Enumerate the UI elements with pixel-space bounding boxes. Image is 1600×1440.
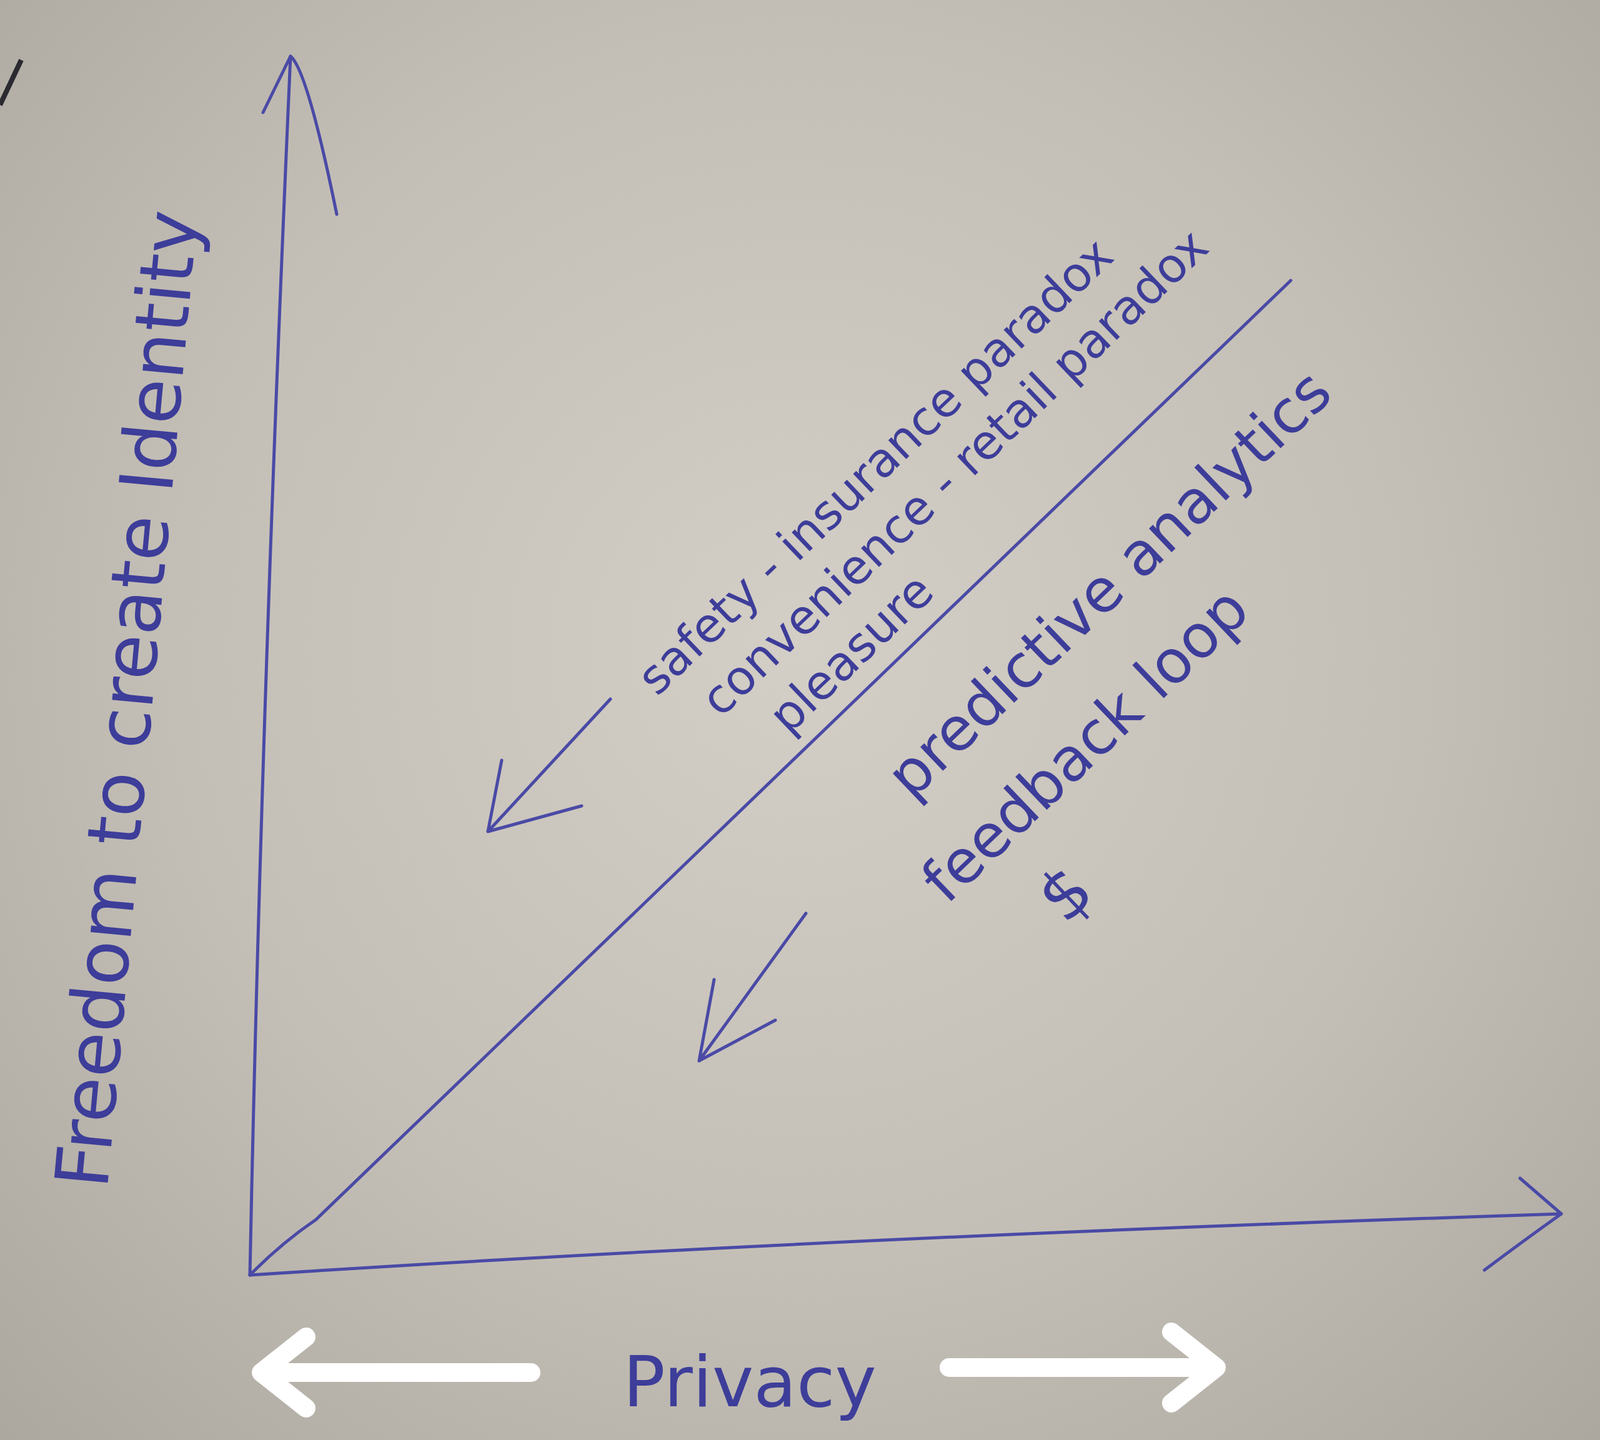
axis-label: Freedom to create Identity <box>39 206 215 1192</box>
horizontal-axis <box>249 1213 1562 1276</box>
vertical-axis <box>249 56 291 1276</box>
axis-arrowhead <box>1484 1178 1562 1271</box>
axis-label: Privacy <box>622 1341 877 1423</box>
diagonal-line <box>249 280 1291 1276</box>
edge-mark <box>0 59 22 105</box>
axis-arrowhead <box>263 56 337 215</box>
dollar-sign: $ <box>1022 850 1109 938</box>
down-left-arrow <box>487 699 611 832</box>
privacy-arrow-left <box>261 1336 532 1409</box>
down-left-arrow <box>699 913 806 1061</box>
privacy-arrow-right <box>949 1331 1217 1404</box>
